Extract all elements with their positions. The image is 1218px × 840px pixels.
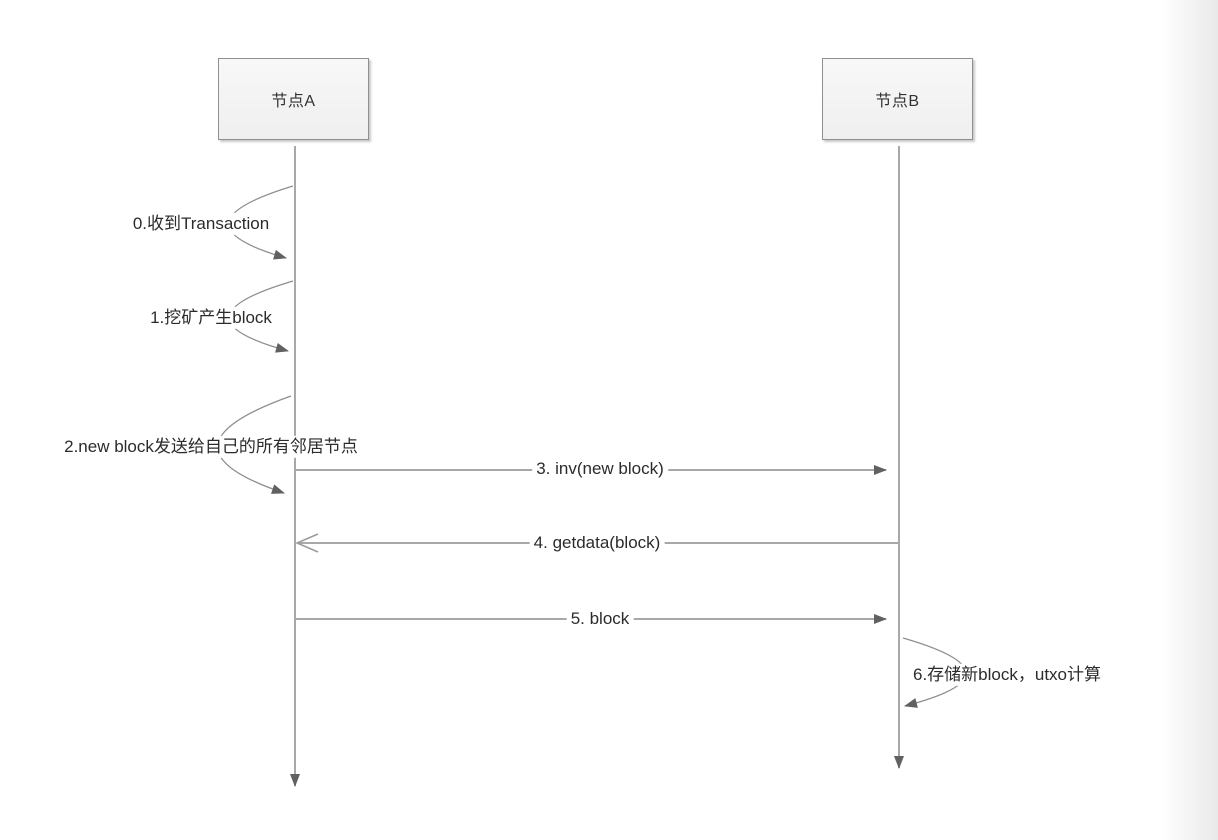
actor-label-node-b: 节点B xyxy=(875,93,920,110)
message-label-4: 4. getdata(block) xyxy=(529,531,665,555)
message-label-5: 5. block xyxy=(566,607,634,631)
actor-label-node-a: 节点A xyxy=(271,93,316,110)
message-4-open-arrowhead xyxy=(295,533,319,553)
actor-box-node-a: 节点A xyxy=(218,58,369,140)
message-label-1: 1.挖矿产生block xyxy=(146,306,276,330)
message-label-6: 6.存储新block，utxo计算 xyxy=(909,663,1105,687)
message-label-3: 3. inv(new block) xyxy=(532,457,668,481)
message-label-0: 0.收到Transaction xyxy=(128,212,274,236)
message-label-2: 2.new block发送给自己的所有邻居节点 xyxy=(60,435,362,459)
actor-box-node-b: 节点B xyxy=(822,58,973,140)
